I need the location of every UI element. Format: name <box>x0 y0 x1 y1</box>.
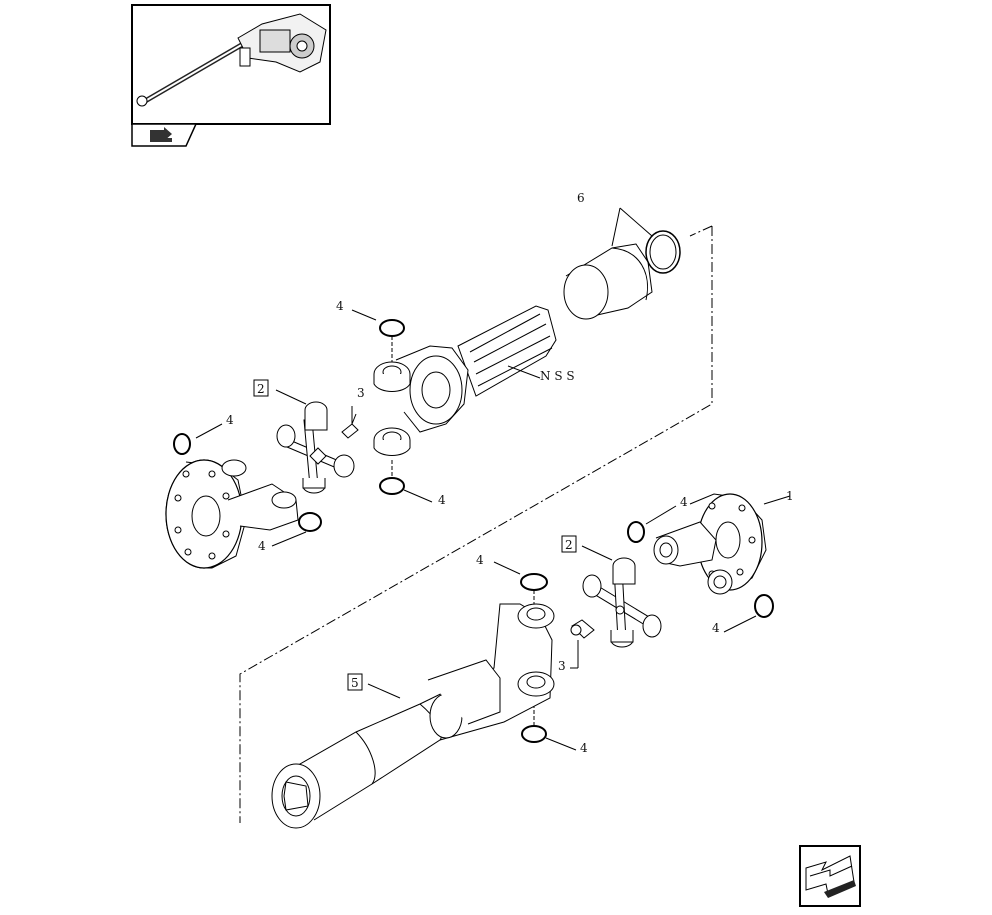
grease-fitting-upper <box>341 413 359 439</box>
slip-yoke-upper <box>373 345 469 456</box>
back-arrow-icon[interactable] <box>799 845 861 907</box>
callout-4-a: 4 <box>336 299 344 313</box>
callout-3-lower: 3 <box>558 659 566 673</box>
snap-ring-lower-f <box>754 594 774 618</box>
callout-4-g: 4 <box>476 553 484 567</box>
reference-arrow-icon[interactable] <box>131 123 198 147</box>
cross-kit-upper <box>276 401 355 494</box>
callout-4-f: 4 <box>712 621 720 635</box>
snap-ring-upper-c <box>173 433 191 455</box>
callout-2-lower: 2 <box>565 538 573 552</box>
snap-ring-upper-a <box>379 319 405 362</box>
callout-4-h: 4 <box>580 741 588 755</box>
callout-5: 5 <box>351 676 359 690</box>
callout-6: 6 <box>577 191 585 205</box>
snap-ring-lower-e <box>627 521 645 543</box>
assembly-boundary-line <box>239 225 713 823</box>
callout-4-c: 4 <box>226 413 234 427</box>
snap-ring-upper-b <box>379 460 405 495</box>
snap-ring-lower-h <box>521 704 547 743</box>
snap-ring-lower-g <box>520 573 548 606</box>
splined-shaft <box>457 305 557 397</box>
callout-4-d: 4 <box>258 539 266 553</box>
snap-ring-upper-d <box>298 512 322 532</box>
cross-kit-lower <box>582 557 662 648</box>
callout-1: 1 <box>786 489 794 503</box>
callout-4-b: 4 <box>438 493 446 507</box>
label-nss: N S S <box>540 369 575 383</box>
flange-yoke-lower <box>653 493 767 595</box>
callout-3-upper: 3 <box>357 386 365 400</box>
flange-yoke-upper <box>165 459 299 569</box>
tube-yoke-part-5 <box>271 603 555 829</box>
callout-2-upper: 2 <box>257 382 265 396</box>
grease-fitting-lower <box>570 619 595 639</box>
assembly-thumbnail-icon[interactable] <box>131 4 331 125</box>
sleeve-part-6 <box>563 230 681 320</box>
callout-4-e: 4 <box>680 495 688 509</box>
